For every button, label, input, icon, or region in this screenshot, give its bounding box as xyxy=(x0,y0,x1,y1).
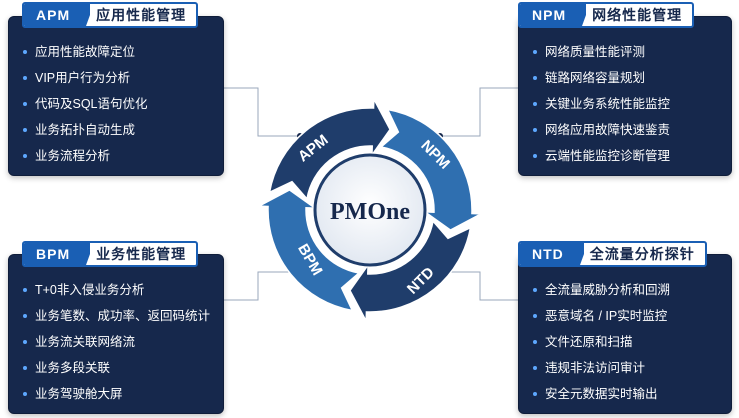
center-label: PMOne xyxy=(330,199,410,225)
header-divider xyxy=(82,4,91,26)
bpm-header: BPM 业务性能管理 xyxy=(22,241,199,267)
list-item: 全流量威胁分析和回溯 xyxy=(533,277,731,303)
bullet-icon xyxy=(533,392,537,396)
bullet-icon xyxy=(23,392,27,396)
header-divider xyxy=(578,4,587,26)
center-disc xyxy=(313,153,427,267)
bullet-icon xyxy=(23,128,27,132)
list-item: 网络应用故障快速鉴责 xyxy=(533,117,731,143)
npm-title: 网络性能管理 xyxy=(592,7,683,23)
ring-segment-bpm xyxy=(256,189,361,312)
list-item: 应用性能故障定位 xyxy=(23,39,223,65)
list-item: 业务驾驶舱大屏 xyxy=(23,381,223,407)
npm-tag: NPM xyxy=(520,4,579,26)
list-item: 违规非法访问审计 xyxy=(533,355,731,381)
ntd-panel: 全流量威胁分析和回溯 恶意域名 / IP实时监控 文件还原和扫描 违规非法访问审… xyxy=(518,254,732,414)
ntd-header: NTD 全流量分析探针 xyxy=(518,241,707,267)
bullet-icon xyxy=(533,102,537,106)
bpm-title: 业务性能管理 xyxy=(96,246,187,262)
list-item: 网络质量性能评测 xyxy=(533,39,731,65)
ring-segment-apm xyxy=(268,96,391,201)
list-item: 业务流程分析 xyxy=(23,143,223,169)
ntd-list: 全流量威胁分析和回溯 恶意域名 / IP实时监控 文件还原和扫描 违规非法访问审… xyxy=(519,255,731,407)
apm-panel: 应用性能故障定位 VIP用户行为分析 代码及SQL语句优化 业务拓扑自动生成 业… xyxy=(8,16,224,176)
apm-tag: APM xyxy=(24,4,83,26)
list-item: 云端性能监控诊断管理 xyxy=(533,143,731,169)
ntd-tag: NTD xyxy=(520,243,576,265)
list-item: 链路网络容量规划 xyxy=(533,65,731,91)
bullet-icon xyxy=(23,366,27,370)
bullet-icon xyxy=(23,102,27,106)
bullet-icon xyxy=(533,128,537,132)
bullet-icon xyxy=(23,314,27,318)
list-item: 安全元数据实时输出 xyxy=(533,381,731,407)
apm-title: 应用性能管理 xyxy=(96,7,187,23)
bullet-icon xyxy=(533,50,537,54)
ring-segment-npm xyxy=(379,108,484,231)
npm-header: NPM 网络性能管理 xyxy=(518,2,695,28)
bullet-icon xyxy=(533,76,537,80)
ring-segments xyxy=(256,96,484,324)
bullet-icon xyxy=(533,366,537,370)
bullet-icon xyxy=(23,288,27,292)
list-item: 文件还原和扫描 xyxy=(533,329,731,355)
list-item: 业务笔数、成功率、返回码统计 xyxy=(23,303,223,329)
bullet-icon xyxy=(533,288,537,292)
list-item: VIP用户行为分析 xyxy=(23,65,223,91)
list-item: 业务拓扑自动生成 xyxy=(23,117,223,143)
list-item: 代码及SQL语句优化 xyxy=(23,91,223,117)
ring-segment-ntd xyxy=(349,219,472,324)
bullet-icon xyxy=(23,50,27,54)
apm-header: APM 应用性能管理 xyxy=(22,2,199,28)
bullet-icon xyxy=(533,340,537,344)
list-item: 业务多段关联 xyxy=(23,355,223,381)
header-divider xyxy=(82,243,91,265)
npm-list: 网络质量性能评测 链路网络容量规划 关键业务系统性能监控 网络应用故障快速鉴责 … xyxy=(519,17,731,169)
bullet-icon xyxy=(23,340,27,344)
bullet-icon xyxy=(23,154,27,158)
list-item: T+0非入侵业务分析 xyxy=(23,277,223,303)
header-divider xyxy=(575,243,584,265)
list-item: 恶意域名 / IP实时监控 xyxy=(533,303,731,329)
ntd-title: 全流量分析探针 xyxy=(589,246,695,262)
bpm-list: T+0非入侵业务分析 业务笔数、成功率、返回码统计 业务流关联网络流 业务多段关… xyxy=(9,255,223,407)
bullet-icon xyxy=(533,154,537,158)
list-item: 关键业务系统性能监控 xyxy=(533,91,731,117)
list-item: 业务流关联网络流 xyxy=(23,329,223,355)
bullet-icon xyxy=(533,314,537,318)
bpm-panel: T+0非入侵业务分析 业务笔数、成功率、返回码统计 业务流关联网络流 业务多段关… xyxy=(8,254,224,414)
bullet-icon xyxy=(23,76,27,80)
npm-panel: 网络质量性能评测 链路网络容量规划 关键业务系统性能监控 网络应用故障快速鉴责 … xyxy=(518,16,732,176)
bpm-tag: BPM xyxy=(24,243,83,265)
apm-list: 应用性能故障定位 VIP用户行为分析 代码及SQL语句优化 业务拓扑自动生成 业… xyxy=(9,17,223,169)
